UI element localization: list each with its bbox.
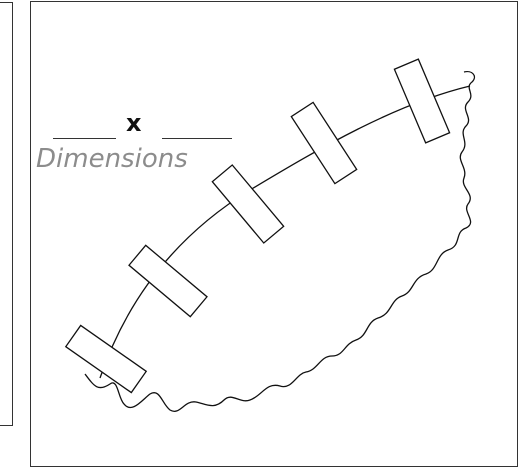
arc-block-2 bbox=[128, 244, 208, 318]
dimensions-label: Dimensions bbox=[36, 144, 188, 174]
arc-block-1 bbox=[64, 324, 148, 394]
left-panel bbox=[0, 2, 13, 426]
arc-block-5 bbox=[393, 58, 451, 144]
ground-outline bbox=[84, 70, 476, 412]
arc-block-4 bbox=[290, 101, 358, 185]
arc-block-3 bbox=[211, 164, 285, 244]
dimension-line-left bbox=[53, 138, 116, 139]
dimension-separator: x bbox=[126, 109, 142, 137]
dimension-line-right bbox=[162, 138, 232, 139]
arc-line bbox=[99, 85, 471, 379]
